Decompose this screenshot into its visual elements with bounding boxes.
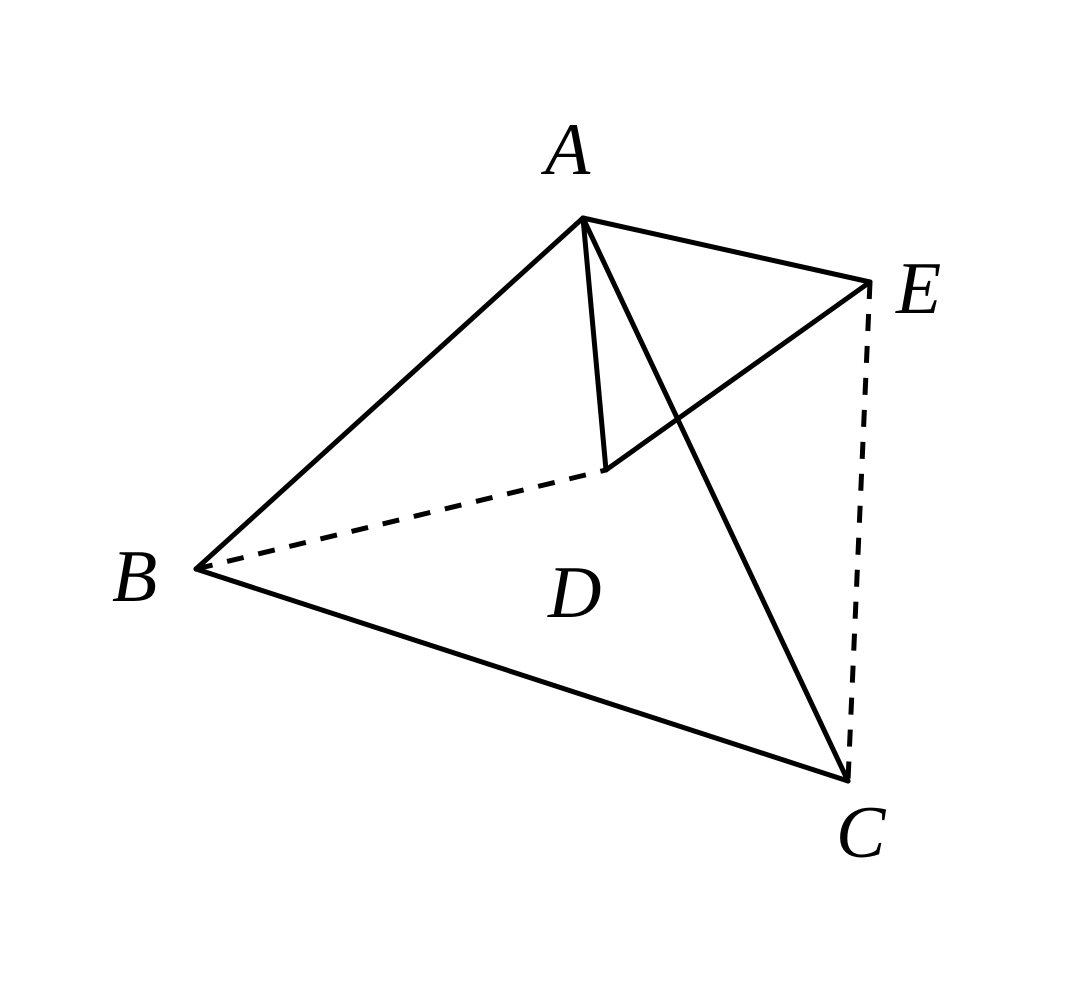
vertex-point-b bbox=[193, 566, 199, 572]
vertex-point-d bbox=[603, 467, 609, 473]
edge-bd bbox=[195, 467, 607, 572]
vertex-point-a bbox=[580, 215, 586, 221]
solid-edge-group bbox=[193, 215, 873, 784]
vertex-label-d: D bbox=[548, 552, 602, 634]
edge-ab bbox=[193, 215, 586, 572]
vertex-label-a: A bbox=[545, 109, 591, 191]
edge-ac bbox=[580, 215, 851, 784]
edge-bc bbox=[193, 566, 851, 784]
vertex-label-b: B bbox=[112, 536, 158, 618]
vertex-point-group bbox=[193, 215, 873, 784]
edge-ec bbox=[845, 281, 873, 782]
vertex-label-e: E bbox=[896, 248, 942, 330]
edge-de bbox=[603, 279, 873, 473]
edge-ad bbox=[580, 215, 609, 473]
vertex-point-c bbox=[845, 778, 851, 784]
edge-ae bbox=[580, 215, 873, 285]
vertex-label-c: C bbox=[836, 792, 886, 874]
dashed-edge-group bbox=[195, 281, 873, 782]
vertex-point-e bbox=[867, 279, 873, 285]
